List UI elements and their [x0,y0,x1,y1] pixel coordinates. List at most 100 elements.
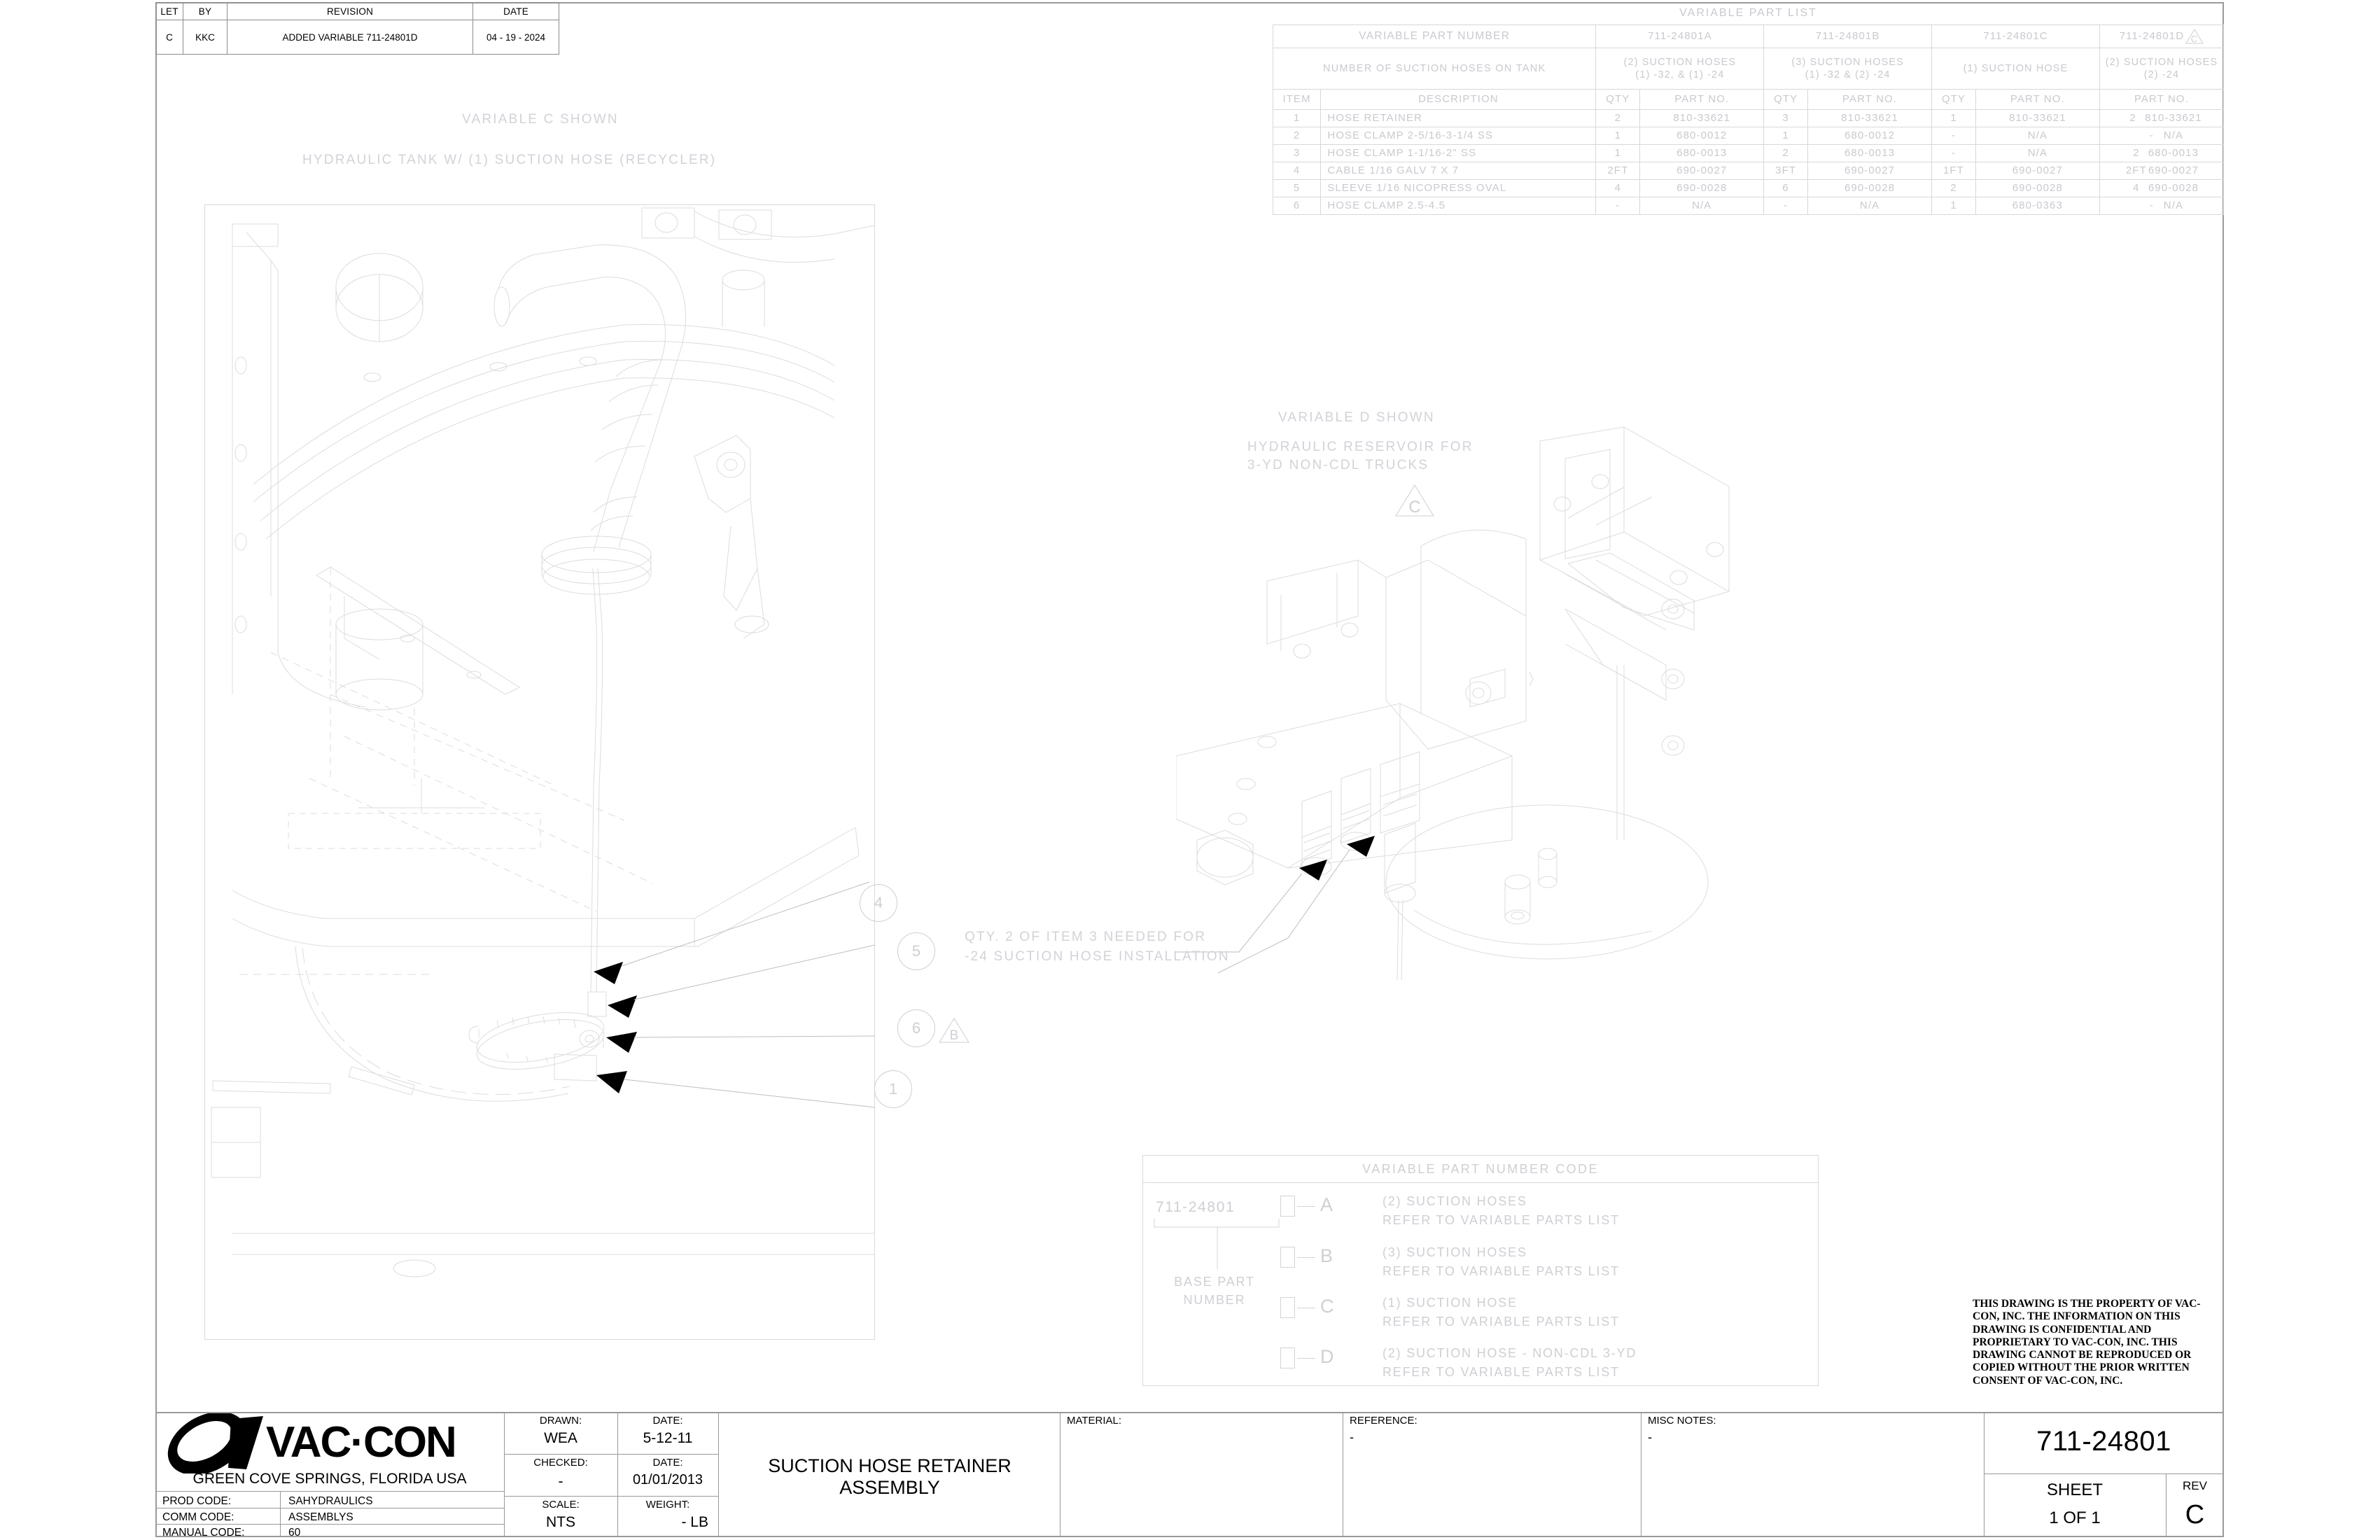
vpnc-base-part-number: 711-24801 [1156,1199,1236,1215]
vpl-col-qty-c: QTY [1931,89,1976,110]
vpl-qty-d: 2 [2133,146,2140,159]
right-view-desc-line1: HYDRAULIC RESERVOIR FOR [1247,440,1474,454]
vpl-part-number-row: VARIABLE PART NUMBER 711-24801A 711-2480… [1272,24,2225,48]
logo-graphic: VAC·CON [162,1413,497,1474]
title-block-div-7 [155,1524,504,1525]
vpl-pn-d-value: 690-0027 [2148,164,2199,176]
svg-text:C: C [2191,34,2199,44]
balloon-item-1[interactable]: 1 [874,1070,912,1108]
vpl-pn-c: N/A [1975,144,2100,162]
vpl-qty-c: 1FT [1931,162,1976,180]
vpl-col-pn-d: PART NO. [2099,89,2225,110]
vpl-col-pn-c: PART NO. [1975,89,2100,110]
revision-by: KKC [183,20,227,55]
title-block-div-1 [504,1412,505,1537]
drawing-number: 711-24801 [2036,1426,2171,1457]
vpl-qty-a: - [1595,197,1641,215]
drawing-sheet-border [155,2,2224,1537]
balloon-item-4[interactable]: 4 [860,884,897,922]
vpnc-checkbox-d[interactable] [1280,1348,1295,1368]
vpnc-checkbox-c[interactable] [1280,1297,1295,1318]
misc-notes-label: MISC NOTES: [1648,1415,1716,1427]
variable-part-number-code-box: VARIABLE PART NUMBER CODE 711-24801 BASE… [1142,1155,1819,1386]
left-view-variant-note: VARIABLE C SHOWN [462,112,619,127]
table-row: 5 SLEEVE 1/16 NICOPRESS OVAL 4 690-0028 … [1272,179,2225,197]
svg-text:C: C [1408,498,1420,517]
vpl-qty-b: - [1763,197,1809,215]
vpl-qty-a: 1 [1595,144,1641,162]
vpnc-checkbox-a[interactable] [1280,1196,1295,1217]
vpnc-desc-c-line2: REFER TO VARIABLE PARTS LIST [1382,1315,1620,1329]
weight-label: WEIGHT: [645,1499,690,1511]
prod-code-value: SAHYDRAULICS [288,1495,373,1507]
vpl-qty-a: 2FT [1595,162,1641,180]
vpnc-desc-b: (3) SUCTION HOSES REFER TO VARIABLE PART… [1382,1243,1620,1281]
vpnc-letter-d: D [1320,1345,1335,1367]
vpl-qty-a: 1 [1595,127,1641,145]
vpl-pn-d-value: 810-33621 [2145,111,2202,124]
vpl-pn-d: -N/A [2099,197,2225,215]
vpl-description: HOSE CLAMP 2-5/16-3-1/4 SS [1320,127,1597,145]
title-block-div-8 [280,1491,281,1537]
balloon-item-6[interactable]: 6 [897,1009,935,1047]
revision-text: ADDED VARIABLE 711-24801D [227,20,473,55]
vpl-description: HOSE CLAMP 1-1/16-2" SS [1320,144,1597,162]
balloon-item-5[interactable]: 5 [897,932,935,970]
vpnc-option-b[interactable]: B [1280,1245,1334,1268]
svg-text:B: B [950,1028,959,1043]
vpl-qty-b: 2 [1763,144,1809,162]
revision-row: C KKC ADDED VARIABLE 711-24801D 04 - 19 … [155,20,559,55]
vpnc-base-bracket-icon [1154,1219,1280,1269]
vpl-col-pn-a: PART NO. [1639,89,1765,110]
title-block-div-3 [718,1412,719,1537]
table-row: 1 HOSE RETAINER 2 810-33621 3 810-33621 … [1272,109,2225,127]
vpl-pn-d-value: 680-0013 [2148,146,2199,159]
vpl-pn-a: 680-0012 [1639,127,1765,145]
vpl-hose-count-row: NUMBER OF SUCTION HOSES ON TANK (2) SUCT… [1272,48,2225,90]
vpl-variant-d-hoses-line1: (2) SUCTION HOSES [2105,56,2218,68]
vpnc-desc-b-line2: REFER TO VARIABLE PARTS LIST [1382,1264,1620,1278]
vpnc-letter-b: B [1320,1245,1334,1266]
vpl-pn-c: 690-0028 [1975,179,2100,197]
vpnc-dash-a [1297,1205,1315,1207]
table-row: 3 HOSE CLAMP 1-1/16-2" SS 1 680-0013 2 6… [1272,144,2225,162]
vpnc-checkbox-b[interactable] [1280,1247,1295,1268]
revision-header-row: LET BY REVISION DATE [155,2,559,20]
vpl-variant-d-hoses: (2) SUCTION HOSES (2) -24 [2099,48,2225,90]
revision-header-date: DATE [472,2,559,20]
revision-triangle-b-icon: B [938,1016,970,1048]
vpl-variant-b-hoses-line2: (1) -32 & (2) -24 [1805,69,1891,80]
revision-header-let: LET [155,2,183,20]
vpl-qty-d: 4 [2133,181,2140,194]
right-view-description: HYDRAULIC RESERVOIR FOR 3-YD NON-CDL TRU… [1247,438,1474,474]
revision-block: LET BY REVISION DATE C KKC ADDED VARIABL… [155,2,559,55]
prod-code-label: PROD CODE: [162,1495,232,1507]
vpl-pn-a: 690-0027 [1639,162,1765,180]
vpl-qty-d: 2 [2129,111,2136,124]
vpl-variant-c-part-number: 711-24801C [1931,24,2100,48]
vpl-qty-b: 3 [1763,109,1809,127]
vpl-variant-c-hoses: (1) SUCTION HOSE [1931,48,2100,90]
vpnc-option-a[interactable]: A [1280,1195,1334,1217]
table-row: 2 HOSE CLAMP 2-5/16-3-1/4 SS 1 680-0012 … [1272,127,2225,145]
manual-code-value: 60 [288,1527,301,1539]
vpl-col-item: ITEM [1272,89,1322,110]
drawn-date-value: 5-12-11 [643,1430,693,1446]
vpl-qty-c: - [1931,144,1976,162]
right-view-variant-note: VARIABLE D SHOWN [1278,410,1435,425]
revision-triangle-icon: C [2185,29,2204,44]
vpl-qty-c: 1 [1931,109,1976,127]
vpnc-option-c[interactable]: C [1280,1296,1335,1318]
vpl-pn-a: 810-33621 [1639,109,1765,127]
vpl-row-label-part-number: VARIABLE PART NUMBER [1272,24,1597,48]
vpl-qty-c: 2 [1931,179,1976,197]
vpl-pn-b: 690-0028 [1807,179,1933,197]
weight-value: - LB [681,1514,708,1530]
checked-date-value: 01/01/2013 [632,1472,704,1488]
checked-date-label: DATE: [652,1457,683,1469]
vpnc-option-d[interactable]: D [1280,1345,1335,1368]
vpnc-desc-a: (2) SUCTION HOSES REFER TO VARIABLE PART… [1382,1192,1620,1230]
revision-date: 04 - 19 - 2024 [472,20,559,55]
vpnc-dash-b [1297,1256,1315,1258]
vpl-qty-d: - [2149,129,2154,141]
